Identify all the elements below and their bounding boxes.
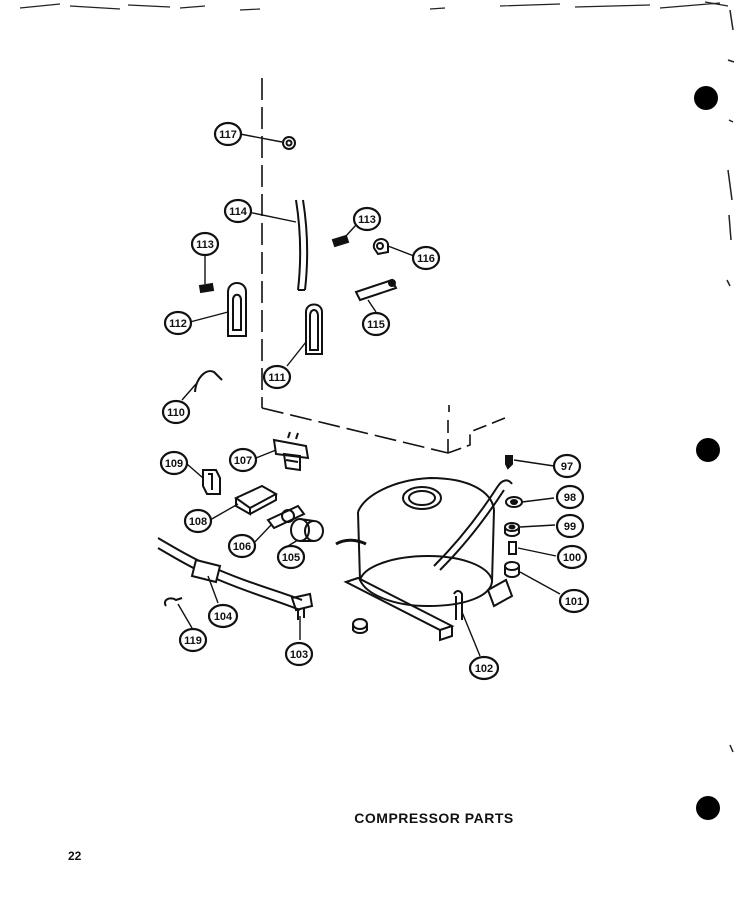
callout-label: 103 [290,649,308,661]
clip-part [372,238,389,256]
callout-109 [159,450,189,476]
callout-label: 111 [268,372,285,384]
callout-108 [183,508,213,534]
callout-label: 115 [367,319,385,331]
page-number: 22 [68,849,82,863]
callout-label: 106 [233,541,251,553]
cabinet-outline [261,78,506,454]
callout-circles [159,121,590,681]
callout-104 [207,603,239,629]
wire-loop-part [194,370,223,393]
callout-label: 109 [165,458,183,470]
spacer-sleeve-part [508,541,517,555]
callout-103 [284,641,314,667]
callout-label: 114 [229,206,248,218]
capacitor-part [290,518,324,542]
leader-lines [177,133,561,657]
callout-label: 101 [565,596,583,608]
wire-tie-part [164,597,183,607]
callout-98 [555,484,585,510]
compressor-part [335,476,514,642]
terminal-cover-part [234,484,279,516]
screw-part-left [198,282,215,294]
small-bracket-part [202,469,221,495]
callout-113-left [190,231,220,257]
callout-label: 100 [563,552,581,564]
bolt-part [505,455,513,470]
diagram-caption: COMPRESSOR PARTS [0,810,753,826]
callout-113-right [352,206,382,232]
callout-label: 99 [564,521,576,533]
callout-117 [213,121,243,147]
scan-noise-top [19,1,735,753]
callout-label: 113 [196,239,214,251]
callout-label: 112 [169,318,187,330]
mounting-foot-part [504,561,520,578]
callout-105 [276,544,306,570]
callout-101 [558,588,590,614]
callout-label: 110 [167,407,185,419]
callout-102 [468,655,500,681]
overload-protector-part [272,431,310,472]
punch-hole-middle [696,438,720,462]
callout-116 [411,245,441,271]
callout-119 [178,627,208,653]
bracket-part [227,282,247,337]
punch-hole-bottom [696,796,720,820]
callout-labels: 117 114 113 116 113 112 115 111 110 109 … [165,129,583,675]
callout-106 [227,533,257,559]
callout-label: 102 [475,663,493,675]
callout-110 [161,399,191,425]
punch-hole-top [694,86,718,110]
mounting-washer-part [505,496,523,508]
screw-part [331,234,350,248]
gasket-part [305,303,323,355]
callout-label: 105 [282,552,300,564]
caption-text: COMPRESSOR PARTS [354,810,514,826]
callout-111 [262,364,292,390]
grommet-mount-part [504,522,520,537]
callout-label: 98 [564,492,576,504]
wire-strap-part [295,199,309,291]
power-cord-part [157,537,314,620]
callout-112 [163,310,193,336]
callout-label: 119 [184,635,202,647]
callout-100 [556,544,588,570]
callout-115 [361,311,391,337]
callout-97 [552,453,582,479]
callout-99 [555,513,585,539]
callout-107 [228,447,258,473]
callout-label: 113 [358,214,376,226]
grommet-part [282,136,296,150]
callout-label: 97 [561,461,573,473]
capacitor-bracket-part [266,504,306,530]
callout-label: 107 [234,455,252,467]
relay-tube-part [354,278,398,302]
callout-114 [223,198,253,224]
callout-label: 116 [417,253,435,265]
callout-label: 104 [214,611,233,623]
callout-label: 108 [189,516,207,528]
callout-label: 117 [219,129,237,141]
